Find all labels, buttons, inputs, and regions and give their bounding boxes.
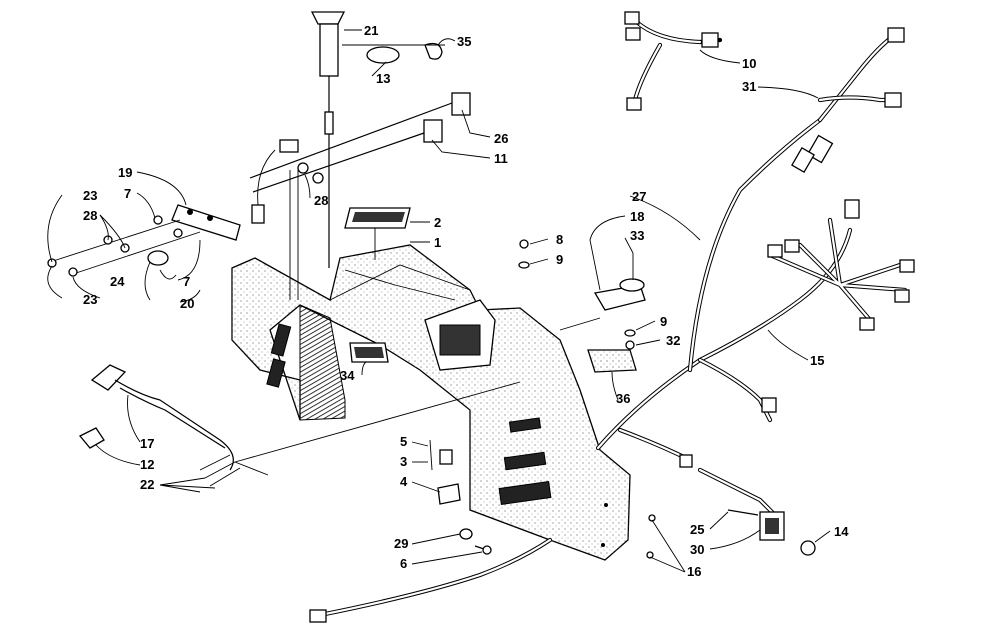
callout-6: 6 — [400, 556, 407, 571]
callout-9-lower: 9 — [660, 314, 667, 329]
console-body — [231, 244, 631, 561]
callout-8: 8 — [556, 232, 563, 247]
key-switch — [144, 139, 324, 301]
bracket-19 — [47, 204, 241, 277]
callout-28-left: 28 — [83, 208, 97, 223]
leader-lines — [47, 29, 831, 573]
callout-21: 21 — [364, 23, 378, 38]
bolt-8 — [518, 239, 530, 269]
callout-17: 17 — [140, 436, 154, 451]
callout-23-lower: 23 — [83, 292, 97, 307]
callout-32: 32 — [666, 333, 680, 348]
callout-16: 16 — [687, 564, 701, 579]
foam-block-36 — [587, 349, 637, 373]
callout-22: 22 — [140, 477, 154, 492]
callout-18: 18 — [630, 209, 644, 224]
callout-7-lower: 7 — [183, 274, 190, 289]
callout-14: 14 — [834, 524, 849, 539]
throttle-cable — [78, 364, 241, 487]
callout-15: 15 — [810, 353, 824, 368]
callout-23-upper: 23 — [83, 188, 97, 203]
wiring-harness — [309, 11, 915, 623]
plate-part-2 — [344, 207, 411, 229]
callout-28-right: 28 — [314, 193, 328, 208]
callout-11: 11 — [494, 151, 508, 166]
callout-10: 10 — [742, 56, 756, 71]
callout-7-upper: 7 — [124, 186, 131, 201]
callout-26: 26 — [494, 131, 508, 146]
switch-assembly — [249, 92, 471, 193]
callout-labels: 21 35 13 26 11 19 7 28 23 28 2 1 24 7 23… — [83, 23, 849, 579]
callout-29: 29 — [394, 536, 408, 551]
callout-9-upper: 9 — [556, 252, 563, 267]
callout-25: 25 — [690, 522, 704, 537]
callout-13: 13 — [376, 71, 390, 86]
callout-30: 30 — [690, 542, 704, 557]
callout-3: 3 — [400, 454, 407, 469]
callout-31: 31 — [742, 79, 756, 94]
plate-part-34 — [349, 342, 389, 363]
callout-19: 19 — [118, 165, 132, 180]
callout-2: 2 — [434, 215, 441, 230]
bracket-4 — [429, 439, 461, 505]
gauge-assembly — [310, 11, 443, 268]
callout-27: 27 — [632, 189, 646, 204]
bracket-18 — [593, 253, 646, 350]
callout-34: 34 — [340, 368, 355, 383]
callout-20: 20 — [180, 296, 194, 311]
callout-36: 36 — [616, 391, 630, 406]
callout-1: 1 — [434, 235, 441, 250]
callout-33: 33 — [630, 228, 644, 243]
washer-29 — [459, 528, 492, 555]
callout-5: 5 — [400, 434, 407, 449]
callout-24: 24 — [110, 274, 125, 289]
callout-12: 12 — [140, 457, 154, 472]
callout-35: 35 — [457, 34, 471, 49]
callout-4: 4 — [400, 474, 408, 489]
